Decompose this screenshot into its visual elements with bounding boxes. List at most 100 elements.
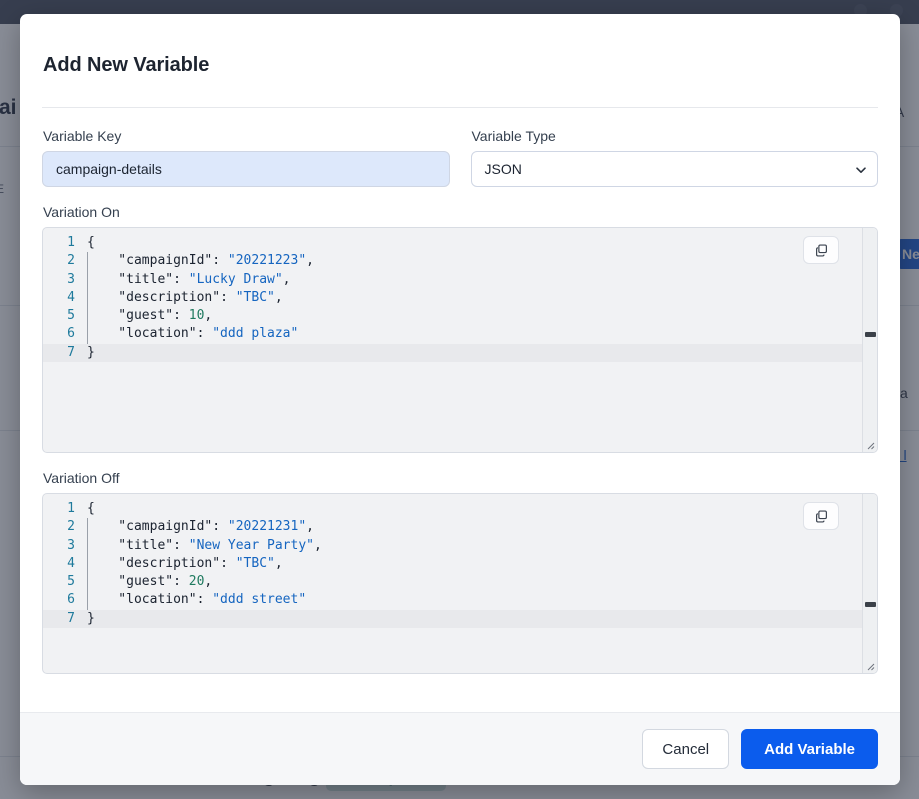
editor-scrollbar-vertical[interactable] [862,494,877,673]
code-line: 7} [43,343,877,363]
code-text: "location": "ddd street" [87,591,877,611]
token-key: "campaignId" [87,253,213,269]
line-number: 7 [67,610,75,626]
token-pun: : [196,592,213,608]
line-number: 4 [67,555,75,571]
code-line: 5 "guest": 10, [43,307,877,326]
token-pun: , [282,271,291,287]
editor-resize-handle[interactable] [863,438,876,451]
field-row: Variable Key Variable Type JSON [42,128,878,187]
variation-off-code[interactable]: 1 {2 "campaignId": "20221231",3 "title": … [43,494,877,673]
token-pun: : [212,253,228,269]
token-pun: } [87,610,95,626]
code-text: { [87,500,877,518]
token-str: "TBC" [235,555,275,571]
code-line: 1{ [43,234,877,252]
variable-type-label: Variable Type [471,128,556,144]
token-pun: , [306,253,314,269]
token-pun: : [173,271,189,287]
token-str: "20221231" [227,519,307,535]
title-divider [42,107,878,108]
variable-type-select-wrapper: JSON [470,151,878,187]
token-pun: : [196,326,213,342]
line-number: 1 [67,501,75,516]
token-pun: , [306,519,314,535]
token-pun: } [87,344,95,360]
copy-button-variation-off[interactable] [803,502,839,530]
token-pun: , [274,555,283,571]
variable-type-field-group: Variable Type JSON [470,128,878,187]
variation-off-editor[interactable]: 1 {2 "campaignId": "20221231",3 "title": … [42,493,878,674]
line-number: 5 [67,574,75,590]
code-text: "campaignId": "20221223", [87,252,877,271]
code-line: 6 "location": "ddd street" [43,591,877,611]
token-str: "TBC" [235,289,275,305]
token-str: "20221223" [227,253,307,269]
line-number: 2 [67,519,75,535]
token-pun: : [220,289,236,305]
scrollbar-thumb[interactable] [865,332,876,337]
code-text: } [87,344,877,362]
line-number: 5 [67,308,75,324]
token-str: "ddd street" [212,592,307,608]
dialog-title: Add New Variable [43,54,210,76]
variation-off-label: Variation Off [43,470,120,486]
token-pun: , [274,289,283,305]
cancel-button[interactable]: Cancel [642,729,730,769]
code-text: } [87,610,877,628]
scrollbar-thumb[interactable] [865,602,876,607]
code-text: "description": "TBC", [87,554,877,574]
token-key: "guest" [87,308,174,324]
token-pun: , [204,574,213,590]
token-pun: { [87,501,95,516]
variable-key-label: Variable Key [43,128,122,144]
code-text: "title": "New Year Party", [87,536,877,556]
code-line: 4 "description": "TBC", [43,288,877,308]
editor-scrollbar-vertical[interactable] [862,228,877,452]
token-key: "location" [87,592,197,608]
dialog-footer: Cancel Add Variable [20,712,900,785]
variable-type-select[interactable]: JSON [470,151,878,187]
token-pun: , [204,308,213,324]
variation-on-editor[interactable]: 1{2 "campaignId": "20221223",3 "title": … [42,227,878,453]
variation-on-code[interactable]: 1{2 "campaignId": "20221223",3 "title": … [43,228,877,452]
code-line: 2 "campaignId": "20221231", [43,518,877,537]
code-line: 5 "guest": 20, [43,573,877,592]
token-num: 20 [188,574,205,590]
token-pun: : [220,555,236,571]
token-key: "location" [87,326,197,342]
variable-key-input[interactable] [42,151,450,187]
copy-icon [814,509,829,524]
token-pun: { [87,235,95,250]
line-number: 4 [67,289,75,305]
line-number: 6 [67,326,75,342]
token-str: "New Year Party" [188,537,314,553]
token-pun: : [173,537,189,553]
variation-off-block: Variation Off 1 {2 "campaignId": "2022123… [42,470,878,674]
dialog-body: Add New Variable Variable Key Variable T… [20,14,900,712]
code-text: "campaignId": "20221231", [87,518,877,537]
token-key: "title" [87,537,174,553]
token-pun: : [173,308,189,324]
line-number: 6 [67,592,75,608]
token-key: "description" [87,555,221,571]
token-str: "ddd plaza" [212,326,299,342]
variation-on-label: Variation On [43,204,120,220]
line-number: 3 [67,271,75,287]
code-text: "guest": 10, [87,307,877,326]
variable-key-field-group: Variable Key [42,128,450,187]
code-line: 7} [43,609,877,629]
editor-resize-handle[interactable] [863,659,876,672]
copy-icon [814,243,829,258]
copy-button-variation-on[interactable] [803,236,839,264]
token-pun: , [313,537,322,553]
token-key: "title" [87,271,174,287]
code-line: 6 "location": "ddd plaza" [43,325,877,345]
code-line: 3 "title": "New Year Party", [43,536,877,556]
add-variable-button[interactable]: Add Variable [741,729,878,769]
variation-on-block: Variation On 1{2 "campaignId": "20221223… [42,204,878,453]
token-str: "Lucky Draw" [188,271,283,287]
token-pun: : [173,574,189,590]
code-text: "location": "ddd plaza" [87,325,877,345]
code-text: { [87,234,877,252]
